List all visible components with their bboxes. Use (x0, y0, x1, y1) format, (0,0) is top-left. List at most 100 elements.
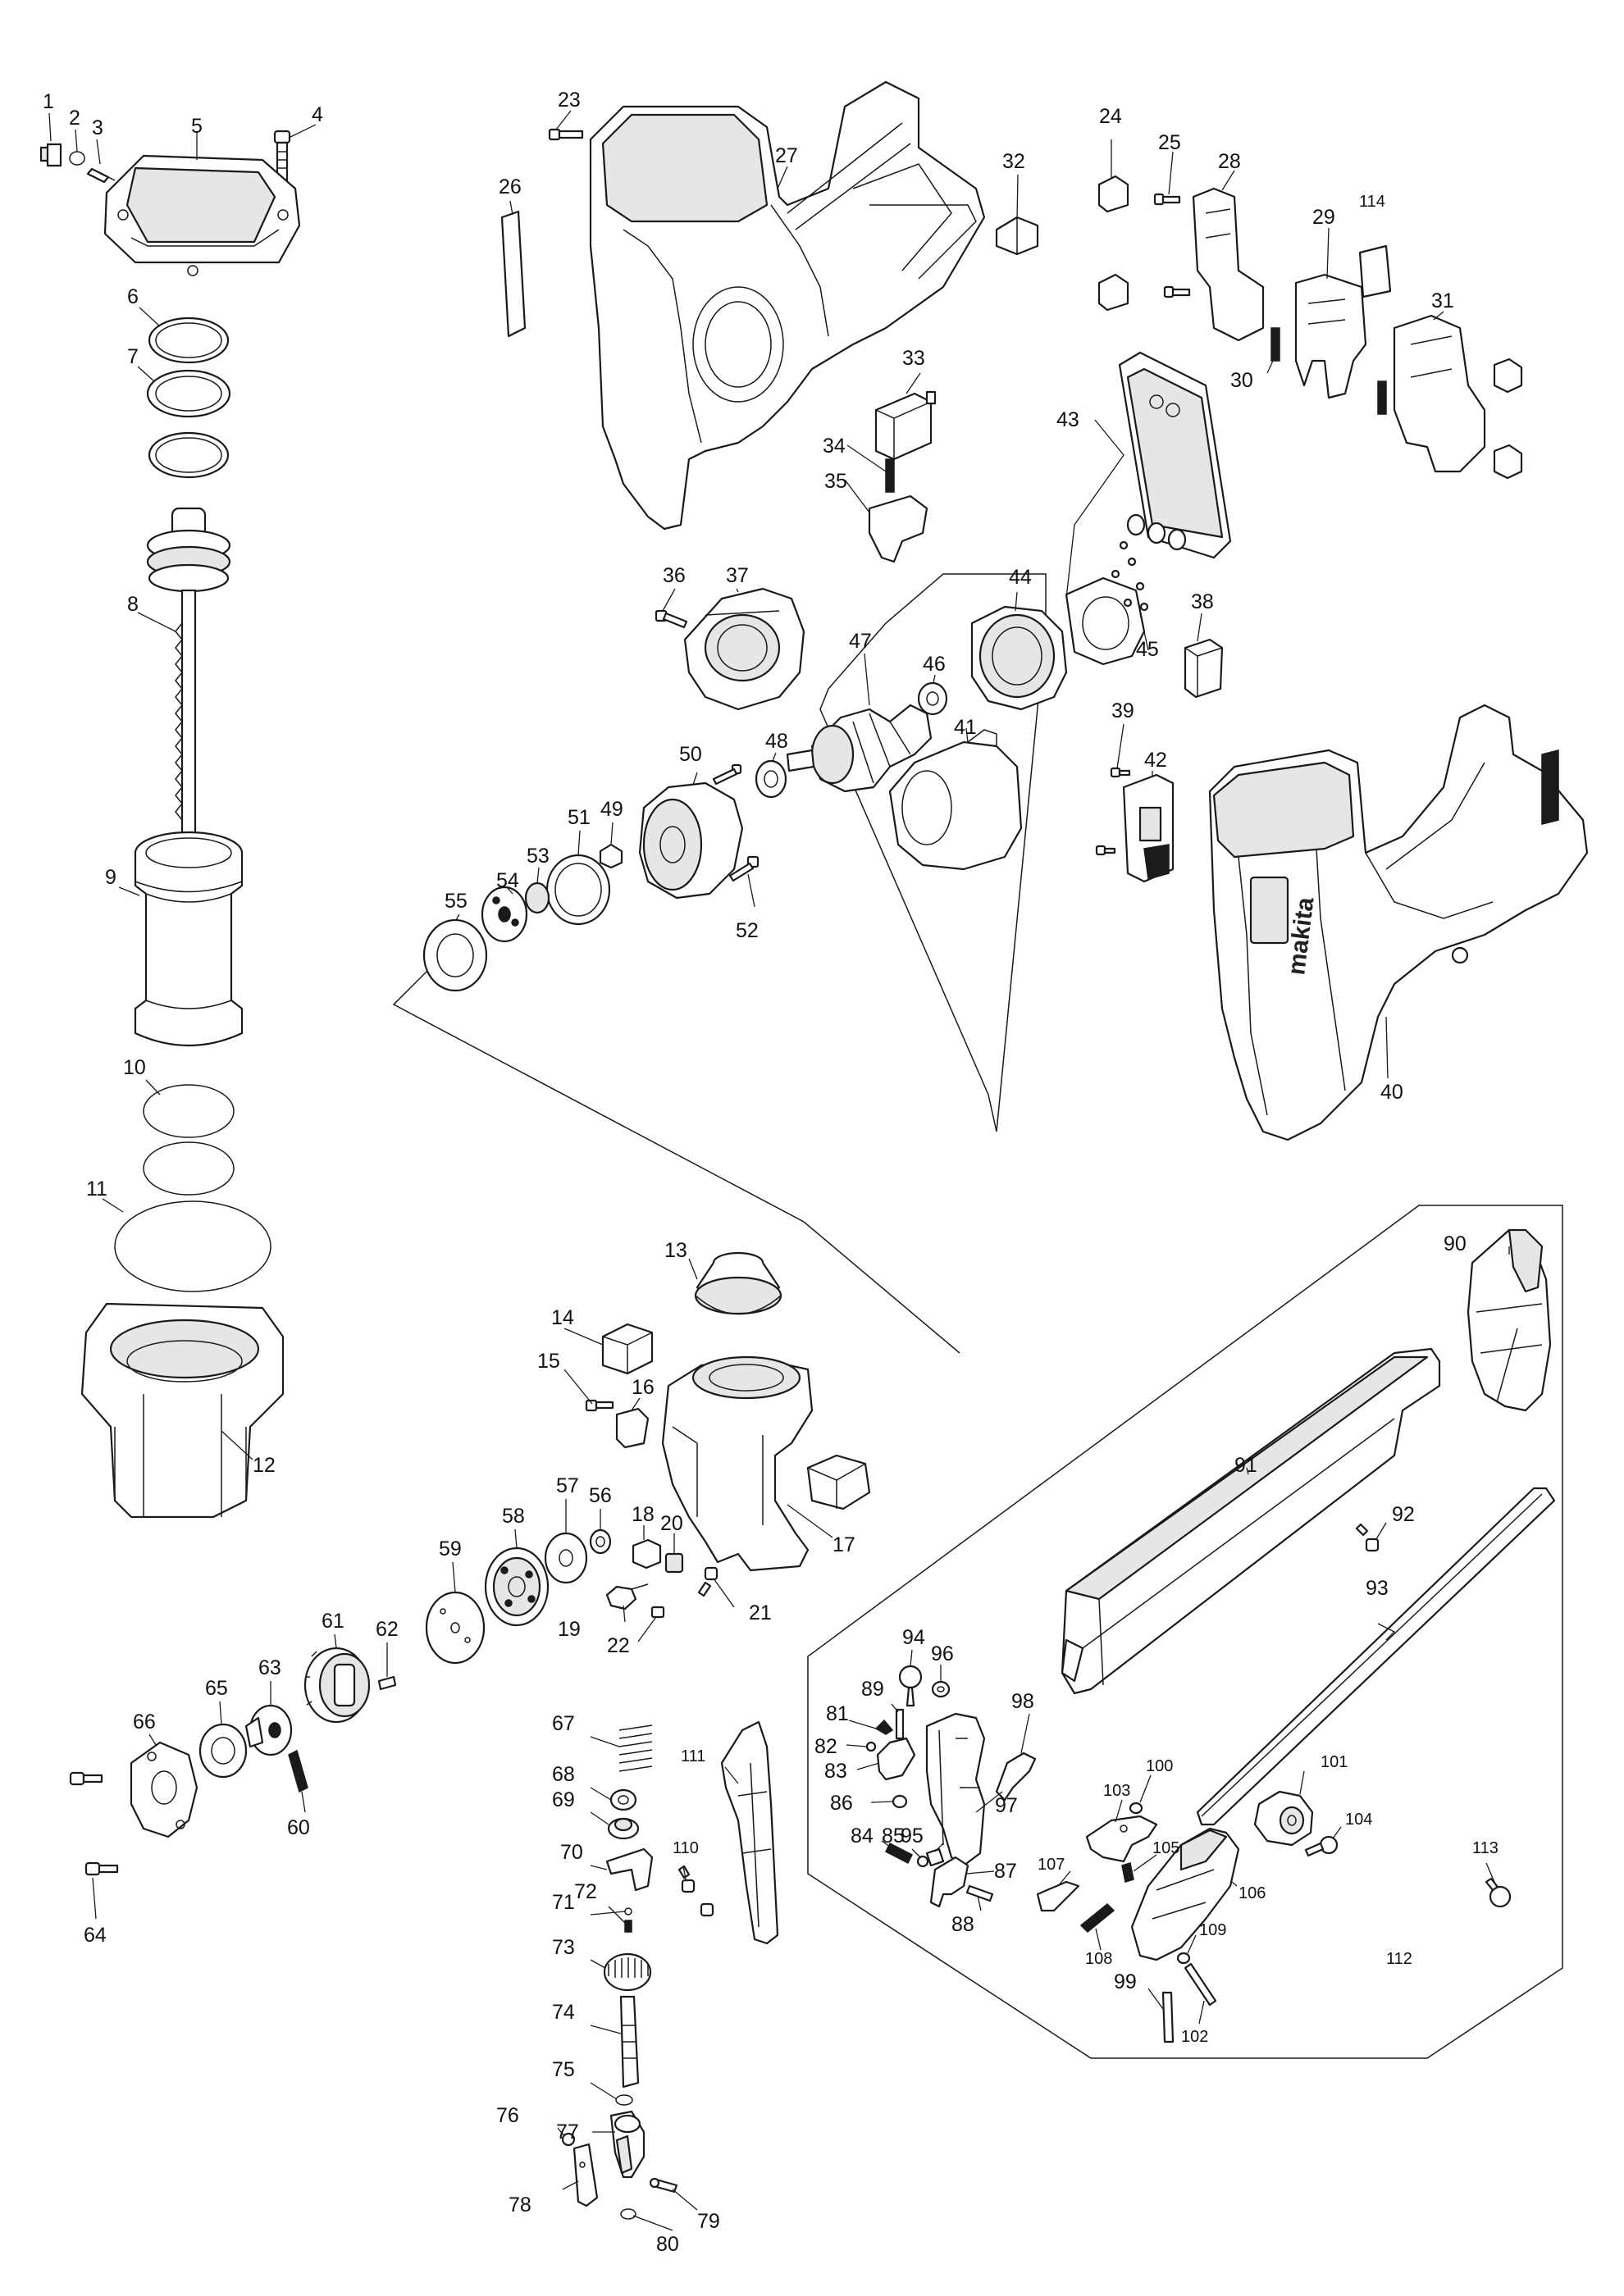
label-53: 53 (527, 845, 550, 868)
label-56: 56 (589, 1484, 612, 1507)
label-2: 2 (69, 107, 80, 130)
label-76: 76 (496, 2104, 519, 2127)
part-82-screw (865, 1741, 877, 1752)
part-18-switch (632, 1538, 662, 1569)
part-1-cap-screw (39, 143, 62, 167)
part-50-screw (712, 763, 742, 786)
label-7: 7 (127, 345, 139, 368)
label-88: 88 (951, 1913, 974, 1936)
part-111-contact-arm (720, 1720, 779, 1945)
label-35: 35 (824, 470, 847, 493)
label-113: 113 (1472, 1839, 1499, 1857)
part-100-nut (1129, 1802, 1143, 1815)
label-15: 15 (537, 1350, 560, 1373)
part-38-pad (1184, 638, 1224, 699)
part-40-housing-assembly: makita (1208, 704, 1589, 1141)
label-8: 8 (127, 593, 139, 616)
label-82: 82 (814, 1735, 837, 1758)
label-97: 97 (995, 1794, 1018, 1817)
label-93: 93 (1366, 1577, 1389, 1600)
label-91: 91 (1234, 1454, 1257, 1477)
part-number-labels: 1 2 3 4 5 6 7 8 9 10 11 12 13 14 15 16 1… (43, 89, 1499, 2256)
label-67: 67 (552, 1712, 575, 1735)
label-3: 3 (92, 116, 103, 139)
label-28: 28 (1218, 150, 1241, 173)
label-61: 61 (322, 1610, 344, 1633)
part-52-screw (728, 855, 760, 882)
part-64-screws (69, 1771, 119, 1876)
label-75: 75 (552, 2058, 575, 2081)
label-43: 43 (1056, 408, 1079, 431)
part-67-spring (618, 1724, 653, 1772)
part-45-screws (1111, 540, 1149, 612)
label-81: 81 (826, 1702, 849, 1725)
label-99: 99 (1114, 1970, 1137, 1993)
label-45: 45 (1136, 638, 1159, 661)
motor-to-housing-link (392, 963, 960, 1354)
label-1: 1 (43, 90, 54, 113)
part-72-spring (624, 1920, 632, 1933)
label-55: 55 (445, 890, 468, 913)
part-57-washer (544, 1532, 588, 1584)
part-68-collar (609, 1788, 637, 1811)
part-20-block (664, 1552, 684, 1574)
part-85-ring (916, 1855, 929, 1868)
label-59: 59 (439, 1538, 462, 1560)
part-77-adjuster-body (609, 2110, 645, 2179)
label-101: 101 (1321, 1753, 1348, 1771)
label-31: 31 (1431, 289, 1454, 312)
part-107-lever (1036, 1880, 1080, 1912)
part-16-clip (615, 1407, 650, 1449)
label-72: 72 (574, 1880, 597, 1903)
label-68: 68 (552, 1763, 575, 1786)
label-62: 62 (376, 1618, 399, 1641)
label-78: 78 (509, 2194, 531, 2216)
label-27: 27 (775, 144, 798, 167)
label-18: 18 (632, 1503, 655, 1526)
part-48-bearing (755, 759, 787, 799)
label-12: 12 (253, 1454, 276, 1477)
label-100: 100 (1146, 1757, 1173, 1775)
label-84: 84 (851, 1824, 874, 1847)
label-77: 77 (556, 2121, 579, 2143)
label-65: 65 (205, 1677, 228, 1700)
part-36-screw (655, 609, 688, 629)
label-41: 41 (954, 716, 977, 739)
label-85: 85 (882, 1824, 905, 1847)
label-63: 63 (258, 1656, 281, 1679)
part-21-screw (697, 1566, 718, 1597)
label-54: 54 (496, 869, 519, 892)
part-63-gear-shaft (244, 1704, 293, 1756)
part-106-pusher-body (1130, 1827, 1240, 1961)
label-111: 111 (681, 1747, 705, 1765)
part-102-pin (1184, 1962, 1217, 2007)
label-16: 16 (632, 1376, 655, 1399)
part-26-label (500, 210, 527, 338)
part-78-plate (573, 2143, 599, 2207)
part-101-pusher-cap (1253, 1790, 1314, 1847)
motor-group-outline (819, 573, 1047, 1132)
label-23: 23 (558, 89, 581, 112)
label-19: 19 (558, 1618, 581, 1641)
label-90: 90 (1444, 1232, 1467, 1255)
label-11: 11 (86, 1178, 107, 1200)
part-83-trigger-lever (876, 1737, 916, 1781)
part-33-switch (874, 390, 937, 461)
part-42-led-board (1122, 773, 1175, 883)
label-106: 106 (1239, 1884, 1266, 1902)
part-28-terminal-block (1192, 187, 1265, 342)
part-51-ring-gear (545, 854, 611, 926)
label-51: 51 (568, 806, 591, 829)
part-56-clip (589, 1528, 612, 1555)
label-98: 98 (1011, 1690, 1034, 1713)
label-26: 26 (499, 175, 522, 198)
part-105-spring (1121, 1862, 1134, 1883)
label-105: 105 (1152, 1839, 1179, 1857)
label-60: 60 (287, 1816, 310, 1839)
part-34-spring (885, 458, 895, 493)
part-4-screw (273, 130, 291, 182)
label-89: 89 (861, 1678, 884, 1701)
label-71: 71 (552, 1891, 575, 1914)
label-10: 10 (123, 1056, 146, 1079)
